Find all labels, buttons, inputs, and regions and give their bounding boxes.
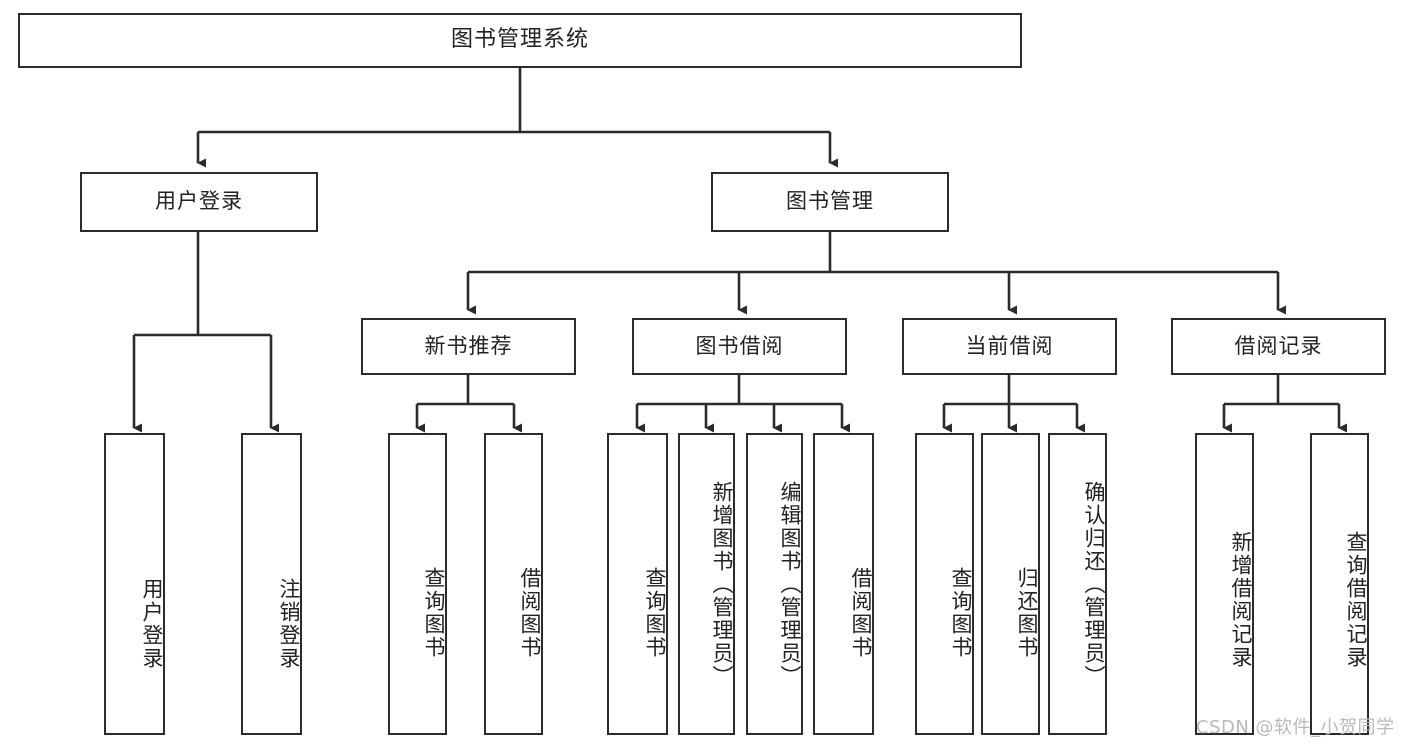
leaf-logout[interactable]: 注销登录: [241, 433, 302, 735]
leaf-query-book-current[interactable]: 查询图书: [915, 433, 974, 735]
node-borrowing-records[interactable]: 借阅记录: [1171, 318, 1386, 375]
node-label: 新书推荐: [424, 333, 513, 358]
node-user-login[interactable]: 用户登录: [80, 172, 318, 232]
node-label: 借阅图书: [518, 567, 542, 659]
node-label: 图书借阅: [695, 333, 784, 358]
node-label: 新增借阅记录: [1229, 531, 1253, 669]
leaf-query-book-newbook[interactable]: 查询图书: [388, 433, 447, 735]
leaf-confirm-return-admin[interactable]: 确认归还（管理员）: [1048, 433, 1107, 735]
node-book-management[interactable]: 图书管理: [711, 172, 949, 232]
node-label: 借阅图书: [849, 567, 873, 659]
node-label: 图书管理系统: [450, 27, 589, 53]
leaf-borrow-book-newbook[interactable]: 借阅图书: [484, 433, 543, 735]
node-label: 借阅记录: [1234, 333, 1323, 358]
leaf-add-borrow-record[interactable]: 新增借阅记录: [1195, 433, 1254, 735]
node-label: 编辑图书（管理员）: [778, 480, 802, 688]
leaf-borrow-book-borrowing[interactable]: 借阅图书: [813, 433, 874, 735]
node-root-library-management-system[interactable]: 图书管理系统: [18, 13, 1022, 68]
node-label: 当前借阅: [965, 333, 1054, 358]
node-label: 查询图书: [422, 567, 446, 659]
csdn-watermark: CSDN @软件_小贺同学: [1196, 717, 1395, 738]
leaf-add-book-admin[interactable]: 新增图书（管理员）: [678, 433, 735, 735]
node-label: 用户登录: [140, 578, 164, 670]
node-label: 查询借阅记录: [1344, 531, 1368, 669]
leaf-query-book-borrowing[interactable]: 查询图书: [607, 433, 668, 735]
node-label: 图书管理: [786, 189, 874, 214]
leaf-query-borrow-record[interactable]: 查询借阅记录: [1310, 433, 1369, 735]
node-new-book-recommendation[interactable]: 新书推荐: [361, 318, 576, 375]
leaf-return-book[interactable]: 归还图书: [981, 433, 1040, 735]
node-label: 新增图书（管理员）: [710, 480, 734, 688]
leaf-user-login[interactable]: 用户登录: [104, 433, 165, 735]
node-label: 注销登录: [277, 578, 301, 670]
node-label: 用户登录: [155, 189, 243, 214]
node-book-borrowing[interactable]: 图书借阅: [632, 318, 847, 375]
node-label: 查询图书: [949, 567, 973, 659]
node-label: 确认归还（管理员）: [1082, 480, 1106, 688]
node-label: 查询图书: [643, 567, 667, 659]
node-current-borrowing[interactable]: 当前借阅: [902, 318, 1117, 375]
leaf-edit-book-admin[interactable]: 编辑图书（管理员）: [746, 433, 803, 735]
node-label: 归还图书: [1015, 567, 1039, 659]
